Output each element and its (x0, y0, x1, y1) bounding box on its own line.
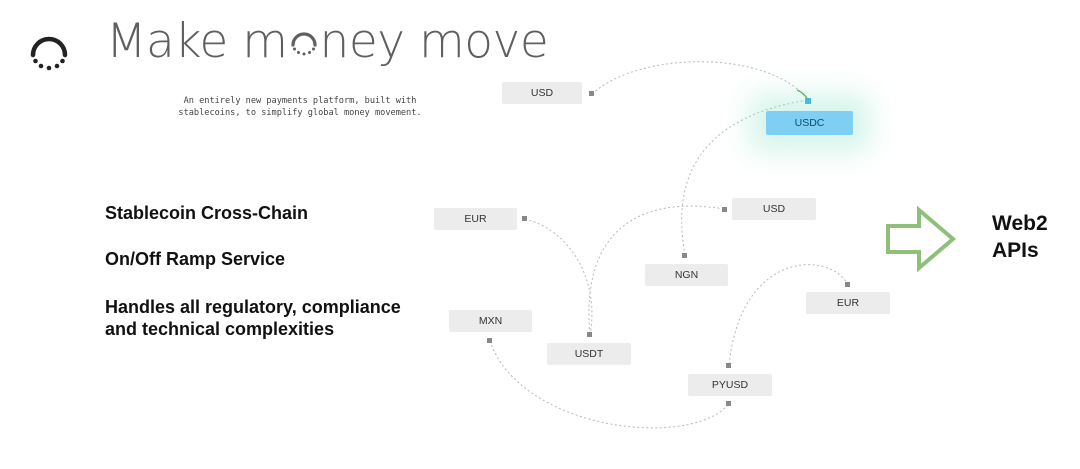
node-usdc: USDC (766, 111, 853, 135)
feature-line: Handles all regulatory, compliance (105, 297, 401, 317)
feature-cross-chain: Stablecoin Cross-Chain (105, 202, 308, 224)
anchor-dot (726, 401, 731, 406)
anchor-dot (722, 207, 727, 212)
node-ngn: NGN (645, 264, 728, 286)
anchor-dot (589, 91, 594, 96)
subtitle-line: An entirely new payments platform, built… (183, 96, 417, 106)
title-o-logo-icon (289, 15, 319, 56)
web2-line: APIs (992, 239, 1039, 262)
feature-line: Stablecoin Cross-Chain (105, 203, 309, 223)
node-usd-top: USD (502, 82, 582, 104)
node-eur-right: EUR (806, 292, 890, 314)
anchor-dot (845, 282, 850, 287)
page-title: Make m ney move (106, 14, 549, 69)
web2-apis-label: Web2 APIs (992, 210, 1048, 264)
connector-eur-pyusd (728, 264, 849, 367)
feature-line: and technical complexities (105, 319, 335, 339)
title-part-2: ney move (319, 14, 549, 69)
connector-mxn-pyusd (489, 340, 730, 429)
feature-ramp-service: On/Off Ramp Service (105, 248, 285, 270)
node-pyusd: PYUSD (688, 374, 772, 396)
anchor-dot (587, 332, 592, 337)
web2-line: Web2 (992, 212, 1048, 235)
right-arrow-icon (886, 206, 957, 272)
title-part-1: Make m (106, 14, 288, 69)
node-usdt: USDT (547, 343, 631, 365)
logo-icon (30, 36, 68, 71)
connector-eur-usdt (524, 218, 593, 336)
node-eur-left: EUR (434, 208, 517, 230)
subtitle-line: stablecoins, to simplify global money mo… (178, 108, 422, 118)
node-usd-mid: USD (732, 198, 816, 220)
node-mxn: MXN (449, 310, 532, 332)
anchor-dot-usdc (805, 98, 811, 104)
anchor-dot (487, 338, 492, 343)
anchor-dot (682, 253, 687, 258)
anchor-dot (726, 363, 731, 368)
anchor-dot (522, 216, 527, 221)
feature-line: On/Off Ramp Service (105, 249, 286, 269)
subtitle: An entirely new payments platform, built… (100, 95, 500, 119)
connector-usd-usdc (591, 61, 809, 101)
feature-compliance: Handles all regulatory, compliance and t… (105, 296, 401, 340)
